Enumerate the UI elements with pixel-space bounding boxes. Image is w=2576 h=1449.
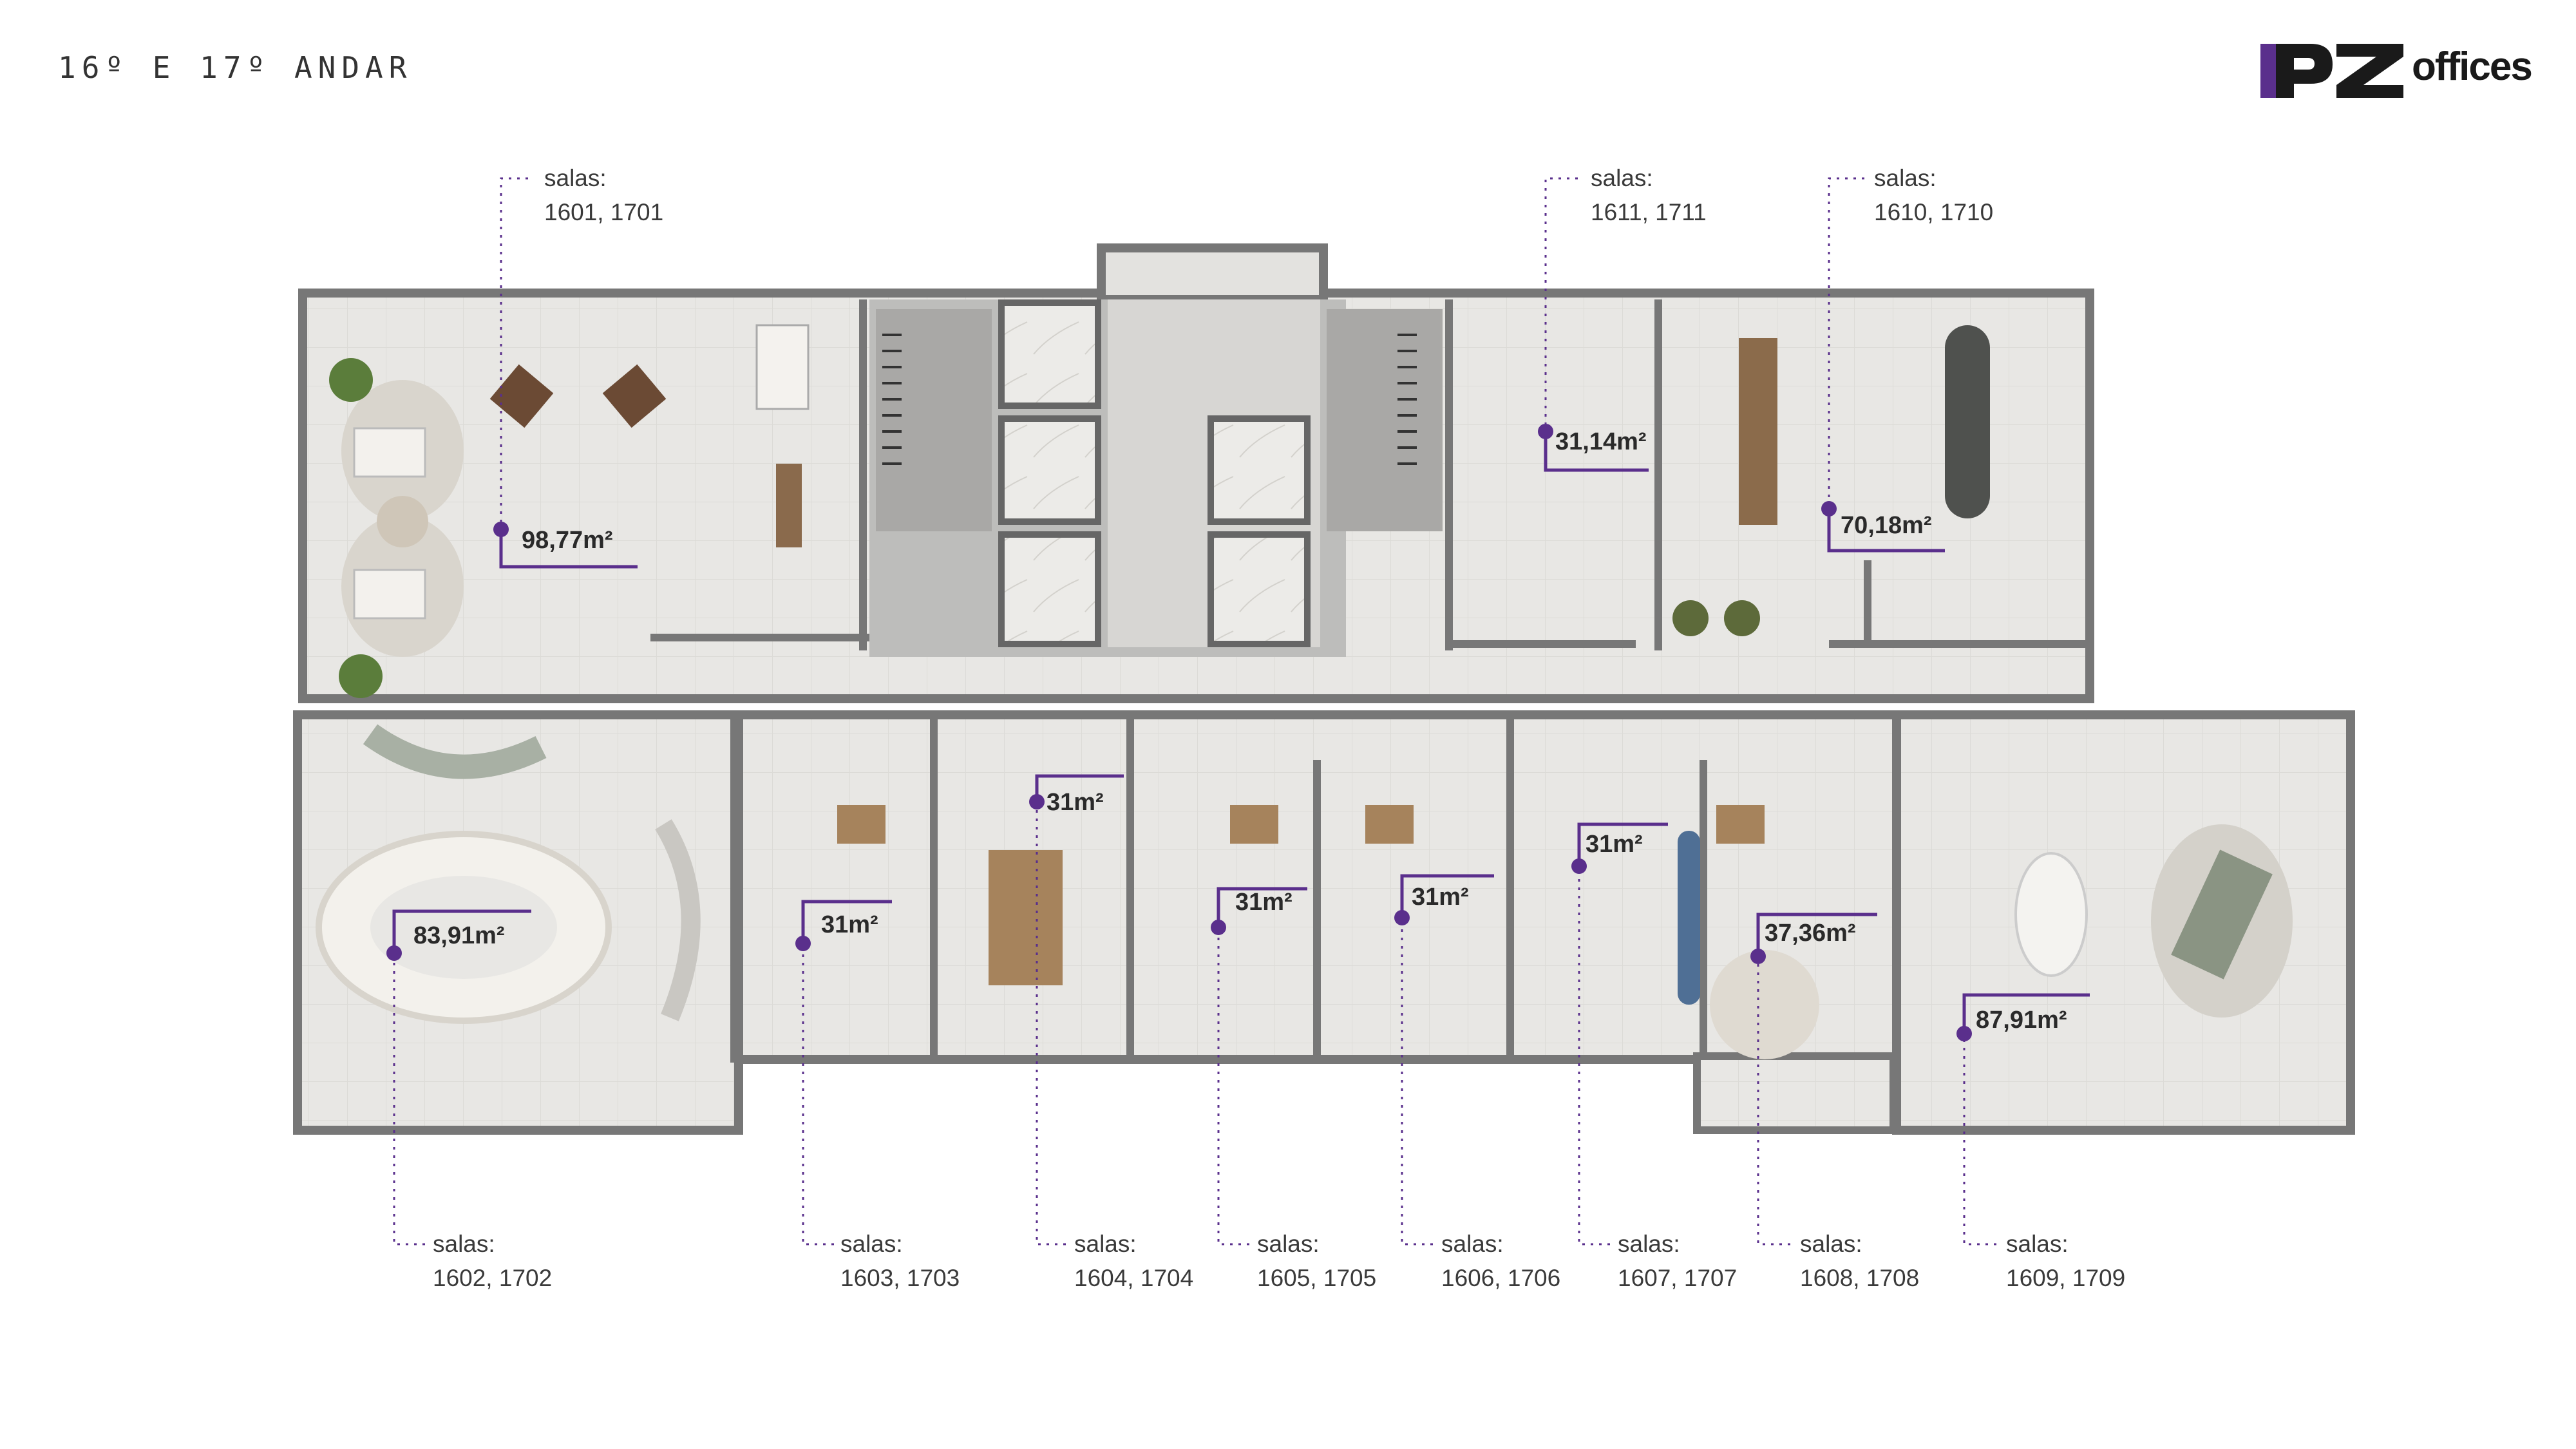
room-label-1601: salas: 1601, 1701 [544, 161, 663, 229]
floor-title: 16º E 17º ANDAR [58, 50, 413, 85]
room-label-title: salas: [840, 1231, 903, 1257]
room-label-title: salas: [1441, 1231, 1504, 1257]
oval-table [2014, 852, 2088, 977]
round-rug [1710, 950, 1819, 1059]
area-1608: 37,36m² [1765, 920, 1856, 947]
area-1603: 31m² [821, 911, 878, 938]
room-numbers: 1603, 1703 [840, 1265, 960, 1291]
room-label-1602: salas: 1602, 1702 [433, 1227, 552, 1295]
room-label-title: salas: [1874, 165, 1937, 191]
room-numbers: 1611, 1711 [1591, 199, 1707, 225]
room-label-1611: salas: 1611, 1711 [1591, 161, 1707, 229]
room-numbers: 1604, 1704 [1074, 1265, 1194, 1291]
room-numbers: 1602, 1702 [433, 1265, 553, 1291]
area-1601: 98,77m² [522, 527, 613, 554]
label-dotted-lines [393, 177, 1996, 1245]
room-label-title: salas: [1618, 1231, 1680, 1257]
blue-sofa [1678, 831, 1700, 1005]
area-markers [386, 424, 1972, 1041]
pz-logo-mark [2260, 44, 2403, 98]
room-label-title: salas: [2006, 1231, 2069, 1257]
pz-offices-logo: offices [2260, 43, 2544, 100]
room-label-title: salas: [1074, 1231, 1137, 1257]
room-label-1610: salas: 1610, 1710 [1874, 161, 1993, 229]
room-label-1603: salas: 1603, 1703 [840, 1227, 960, 1295]
office-desks [837, 805, 1765, 985]
area-1610: 70,18m² [1841, 512, 1932, 539]
room-numbers: 1608, 1708 [1800, 1265, 1920, 1291]
area-1602: 83,91m² [413, 922, 505, 949]
room-numbers: 1605, 1705 [1257, 1265, 1377, 1291]
workstations [1672, 325, 1990, 636]
area-1604: 31m² [1046, 789, 1104, 816]
logo-wordmark: offices [2412, 44, 2533, 89]
room-label-1608: salas: 1608, 1708 [1800, 1227, 1919, 1295]
conference-furniture [316, 724, 701, 1024]
room-label-1605: salas: 1605, 1705 [1257, 1227, 1376, 1295]
room-label-1604: salas: 1604, 1704 [1074, 1227, 1193, 1295]
area-1605: 31m² [1235, 889, 1293, 916]
room-label-title: salas: [1591, 165, 1653, 191]
room-numbers: 1601, 1701 [544, 199, 664, 225]
room-numbers: 1607, 1707 [1618, 1265, 1738, 1291]
room-numbers: 1609, 1709 [2006, 1265, 2126, 1291]
lounge-furniture [329, 324, 810, 698]
room-label-title: salas: [433, 1231, 495, 1257]
lounge-sofa [2171, 849, 2273, 980]
room-numbers: 1606, 1706 [1441, 1265, 1561, 1291]
area-1611: 31,14m² [1555, 428, 1647, 455]
room-label-1606: salas: 1606, 1706 [1441, 1227, 1560, 1295]
room-label-title: salas: [1257, 1231, 1320, 1257]
area-1607: 31m² [1586, 831, 1643, 858]
lower-block [293, 710, 2355, 1135]
area-1609: 87,91m² [1976, 1007, 2067, 1034]
area-leader-lines [392, 431, 2090, 1034]
room-label-title: salas: [544, 165, 607, 191]
room-label-title: salas: [1800, 1231, 1862, 1257]
room-numbers: 1610, 1710 [1874, 199, 1994, 225]
upper-block [298, 243, 2094, 703]
room-label-1607: salas: 1607, 1707 [1618, 1227, 1737, 1295]
area-1606: 31m² [1412, 884, 1469, 911]
room-label-1609: salas: 1609, 1709 [2006, 1227, 2125, 1295]
